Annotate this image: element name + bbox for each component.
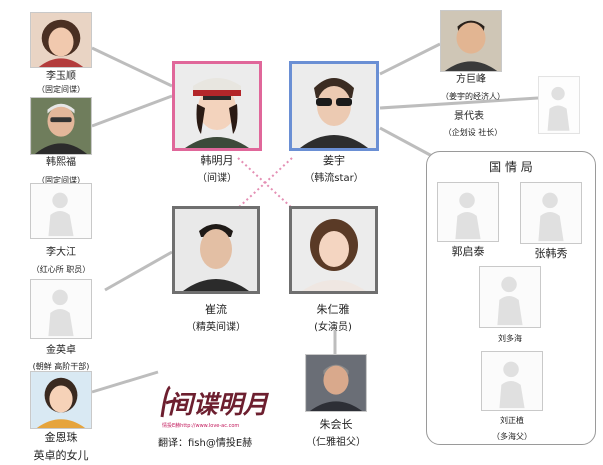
logo-text: 间谍明月 (168, 390, 270, 419)
name-jing-daibiao: 景代表 (454, 111, 484, 122)
line-fang-jufeng (379, 42, 441, 76)
line-li-yushun (91, 46, 173, 88)
photo-zhu-huizhang (305, 354, 367, 412)
role-liu-zhengzhi: （多海父） (492, 432, 532, 441)
role-jin-yingzhuo: (朝鲜 高阶干部) (32, 362, 90, 371)
photo-han-ximei (30, 97, 92, 155)
name-jin-yingzhuo: 金英卓 (46, 345, 76, 356)
role-jiang-yu: （韩流star） (304, 173, 364, 184)
name-cui-liu: 崔流 (205, 303, 227, 316)
name-zhang-hanxiu: 张韩秀 (534, 247, 568, 260)
line-jin-enzhu (91, 370, 159, 394)
photo-fang-jufeng (440, 10, 502, 72)
name-li-yushun: 李玉顺 (46, 71, 76, 82)
photo-guo-qitai (437, 182, 499, 242)
silhouette-icon (539, 77, 579, 133)
person-photo-icon (306, 355, 366, 411)
photo-liu-zhengzhi (481, 351, 543, 411)
photo-li-yushun (30, 12, 92, 68)
person-photo-icon (292, 64, 376, 148)
logo-subtitle: 情投E赫http://www.love-ac.com (162, 423, 240, 429)
silhouette-icon (521, 183, 581, 243)
role-han-mingyue: （间谍） (197, 173, 237, 184)
photo-jiang-yu (289, 61, 379, 151)
photo-jing-daibiao (538, 76, 580, 134)
person-photo-icon (292, 209, 375, 291)
name-liu-duohai: 刘多海 (498, 334, 522, 343)
photo-liu-duohai (479, 266, 541, 328)
photo-zhang-hanxiu (520, 182, 582, 244)
person-photo-icon (175, 64, 259, 148)
person-photo-icon (31, 372, 91, 428)
name-li-dajiang: 李大江 (46, 247, 76, 258)
person-photo-icon (31, 98, 91, 154)
role-han-ximei: （固定间谍） (37, 176, 85, 185)
role-jing-daibiao: （企划设 社长） (443, 128, 503, 137)
silhouette-icon (438, 183, 498, 241)
photo-zhu-renya (289, 206, 378, 294)
silhouette-icon (31, 280, 91, 338)
translator-credit: 翻译：fish@情投E赫 (158, 438, 253, 449)
name-jiang-yu: 姜宇 (323, 154, 345, 167)
silhouette-icon (480, 267, 540, 327)
photo-li-dajiang (30, 183, 92, 239)
name-liu-zhengzhi: 刘正植 (500, 416, 524, 425)
line-han-ximei (91, 94, 173, 128)
name-zhu-renya: 朱仁雅 (316, 303, 350, 316)
role-zhu-renya: (女演员) (314, 322, 352, 333)
dotted-link-b (237, 157, 293, 209)
name-han-mingyue: 韩明月 (200, 154, 234, 167)
photo-han-mingyue (172, 61, 262, 151)
silhouette-icon (31, 184, 91, 238)
photo-cui-liu (172, 206, 260, 294)
photo-jin-enzhu (30, 371, 92, 429)
name-zhu-huizhang: 朱会长 (319, 418, 353, 431)
role-li-yushun: （固定间谍） (37, 85, 85, 94)
photo-jin-yingzhuo (30, 279, 92, 339)
role-zhu-huizhang: （仁雅祖父） (306, 437, 366, 448)
line-bureau (379, 126, 433, 158)
role-fang-jufeng: （姜宇的经济人） (441, 92, 505, 101)
person-photo-icon (175, 209, 257, 291)
line-cui-liu (104, 250, 173, 292)
name-fang-jufeng: 方巨峰 (456, 74, 486, 85)
name-jin-enzhu: 金恩珠 (44, 431, 78, 444)
person-photo-icon (441, 11, 501, 71)
bureau-title: 国 情 局 (489, 160, 533, 174)
role-jin-enzhu: 英卓的女儿 (33, 449, 89, 462)
line-jing-daibiao (379, 96, 539, 110)
name-guo-qitai: 郭启泰 (451, 245, 485, 258)
silhouette-icon (482, 352, 542, 410)
name-han-ximei: 韩熙福 (46, 157, 76, 168)
role-li-dajiang: （红心所 职员） (31, 265, 91, 274)
person-photo-icon (31, 13, 91, 67)
role-cui-liu: （精英间谍） (186, 322, 246, 333)
drama-logo: 间谍明月 (160, 385, 270, 419)
